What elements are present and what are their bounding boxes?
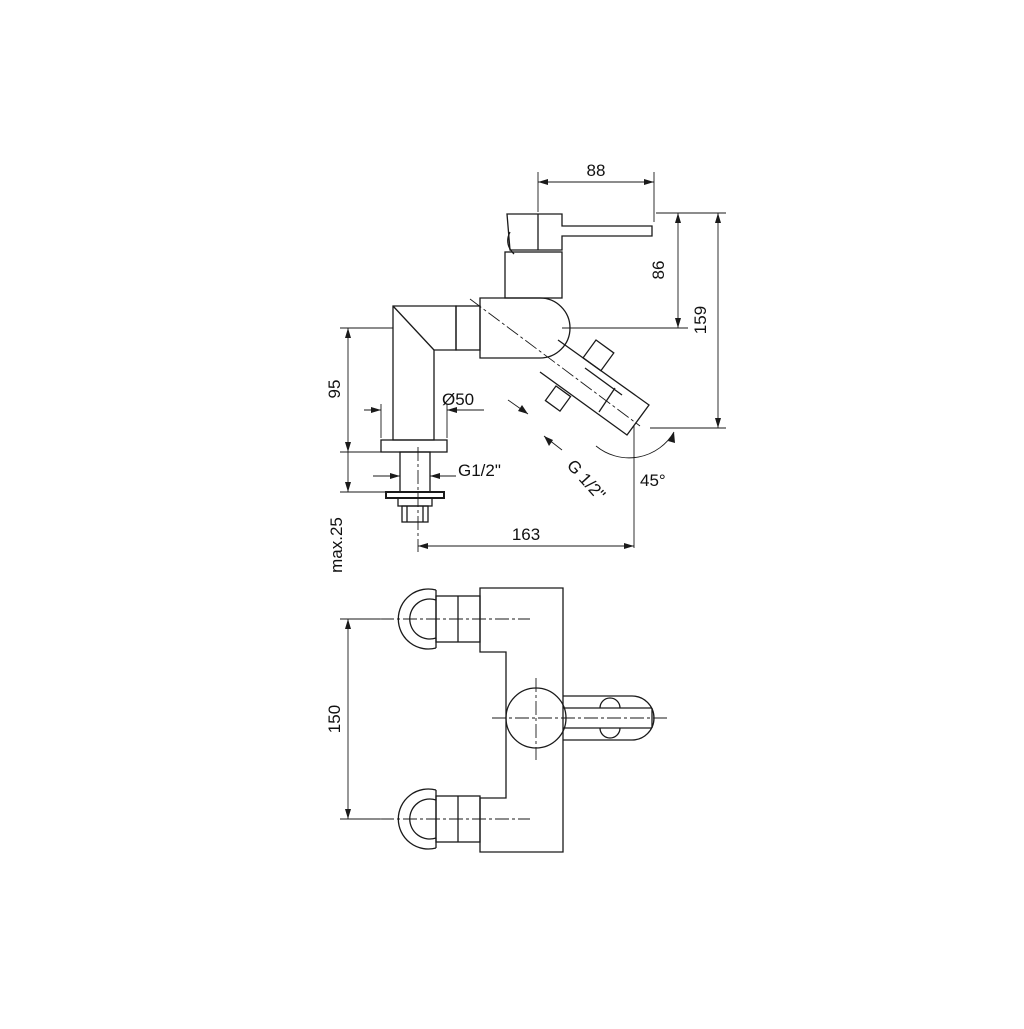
wall-flange — [380, 439, 448, 453]
lever-handle — [506, 213, 653, 255]
dim-label-88: 88 — [587, 161, 606, 180]
dim-label-95: 95 — [325, 380, 344, 399]
top-body — [479, 587, 564, 853]
dim-max-offset — [340, 452, 386, 493]
cartridge-column — [504, 251, 563, 299]
side-view: 88 86 159 95 — [325, 161, 726, 573]
dim-label-angle: 45° — [640, 471, 666, 490]
angled-outlet — [539, 339, 650, 436]
dim-label-150: 150 — [325, 705, 344, 733]
top-view: 150 — [325, 587, 668, 853]
dim-lever-height — [562, 212, 688, 329]
dim-lever-width — [537, 172, 655, 222]
dim-inlet-thread — [373, 473, 456, 479]
inlet-connector — [385, 451, 445, 523]
dim-inlet-spacing — [340, 618, 380, 820]
dim-label-159: 159 — [691, 306, 710, 334]
mixer-body — [479, 297, 571, 359]
connection-nut — [455, 305, 481, 351]
dim-outlet-thread — [507, 399, 563, 451]
dim-label-max-offset: max.25 — [327, 517, 346, 573]
dim-label-163: 163 — [512, 525, 540, 544]
dim-label-diameter: Ø50 — [442, 390, 474, 409]
dim-label-inlet-thread: G1/2" — [458, 461, 501, 480]
dim-projection — [418, 543, 634, 549]
dim-label-86: 86 — [649, 261, 668, 280]
dim-label-outlet-thread: G 1/2" — [563, 456, 609, 504]
dim-total-height — [650, 212, 726, 429]
dim-spout-height — [340, 327, 393, 453]
dim-flange-diameter — [364, 404, 484, 438]
dim-outlet-angle — [595, 426, 675, 548]
